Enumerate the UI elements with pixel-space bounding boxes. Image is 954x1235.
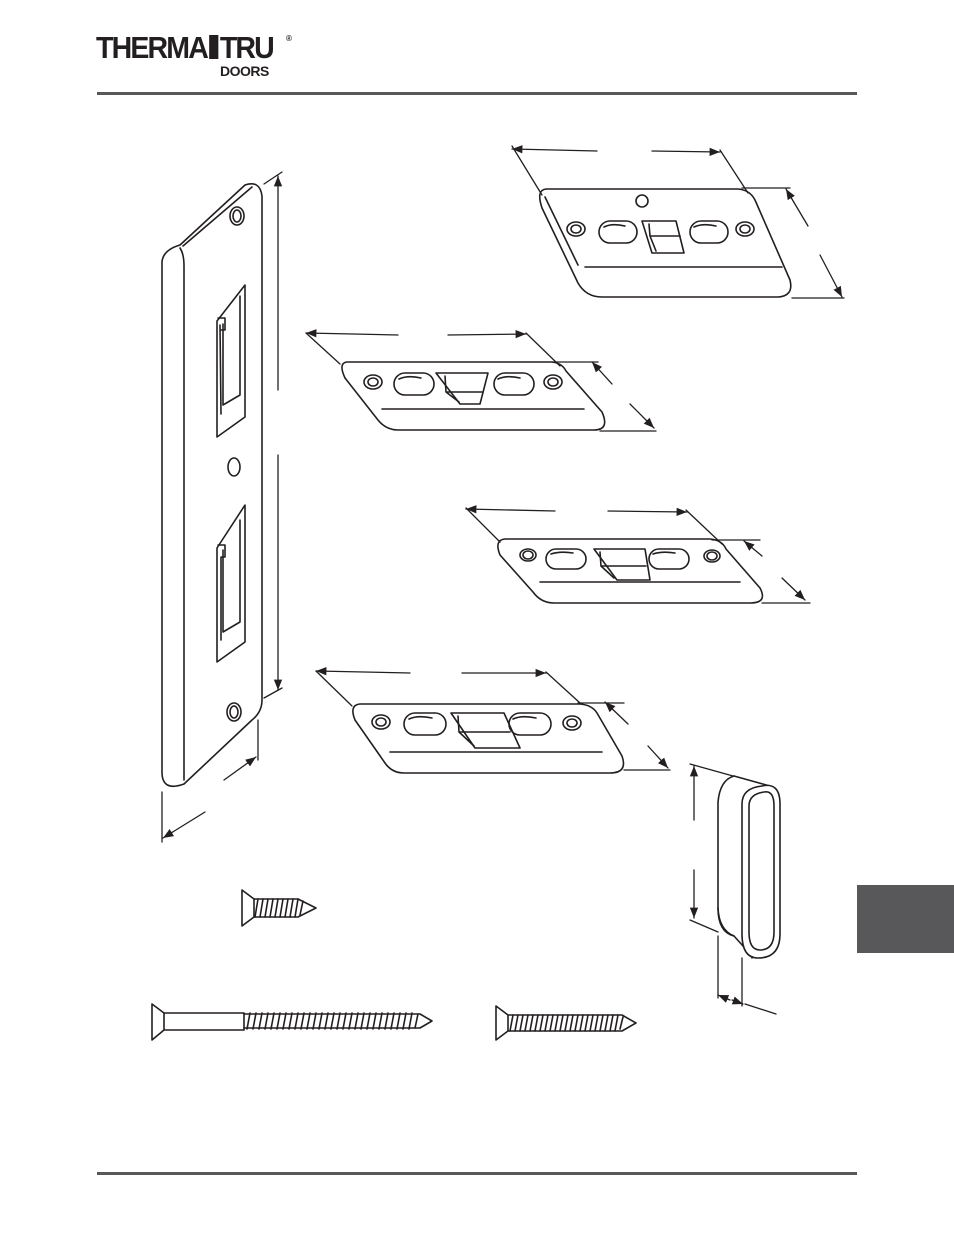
strike-plate-2 [342,362,605,430]
strike-plate-3 [498,539,763,603]
strike-plate-1 [540,189,791,297]
tall-strike-plate [162,184,262,786]
long-screw [152,1004,432,1040]
strike-plate-4 [353,704,624,773]
medium-screw [496,1006,636,1040]
dust-box [718,776,780,958]
short-screw [242,890,316,926]
